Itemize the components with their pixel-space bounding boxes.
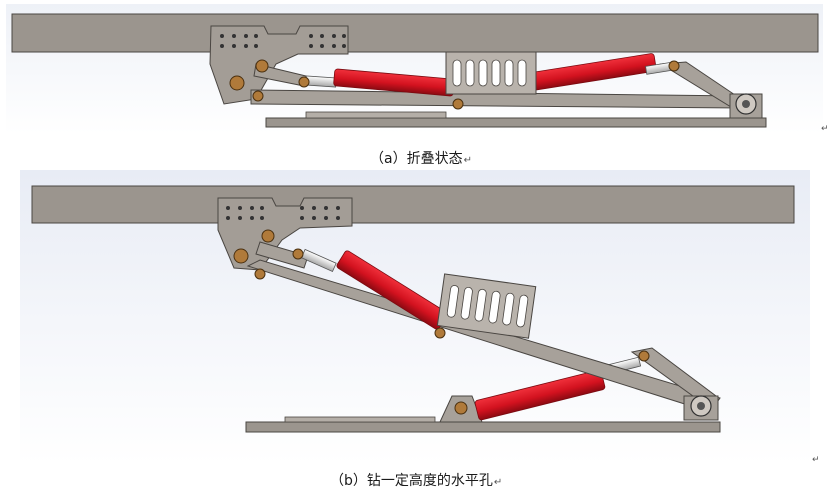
base-pad: [284, 416, 436, 423]
bracket-holes: [226, 206, 340, 220]
raised-state-figure: [20, 170, 810, 464]
rear-bearing: [729, 93, 763, 119]
slotted-guard: [436, 273, 537, 339]
pivot-pins: [229, 59, 680, 110]
folded-state-drawing: [6, 4, 823, 134]
pivot-pins: [233, 229, 650, 415]
base-plate: [265, 117, 767, 128]
mounting-bracket: [217, 197, 353, 271]
inclined-arm: [246, 259, 721, 413]
top-beam: [11, 13, 819, 53]
caption-raised-state: （b）钻一定高度的水平孔↵: [330, 473, 503, 489]
hydraulic-cylinder-upper: [300, 248, 448, 330]
rear-bearing: [683, 395, 719, 421]
base-plate: [245, 421, 721, 433]
paragraph-mark: ↵: [821, 124, 829, 134]
hydraulic-cylinder-left: [305, 68, 455, 97]
top-beam: [31, 185, 795, 224]
bracket-holes: [220, 34, 346, 48]
base-pad: [305, 111, 447, 119]
paragraph-mark: ↵: [812, 455, 820, 465]
slotted-guard: [445, 51, 537, 95]
raised-state-drawing: [20, 170, 810, 464]
upper-link: [255, 241, 309, 269]
caption-folded-state: （a）折叠状态↵: [370, 151, 472, 167]
folded-state-figure: [6, 4, 823, 134]
